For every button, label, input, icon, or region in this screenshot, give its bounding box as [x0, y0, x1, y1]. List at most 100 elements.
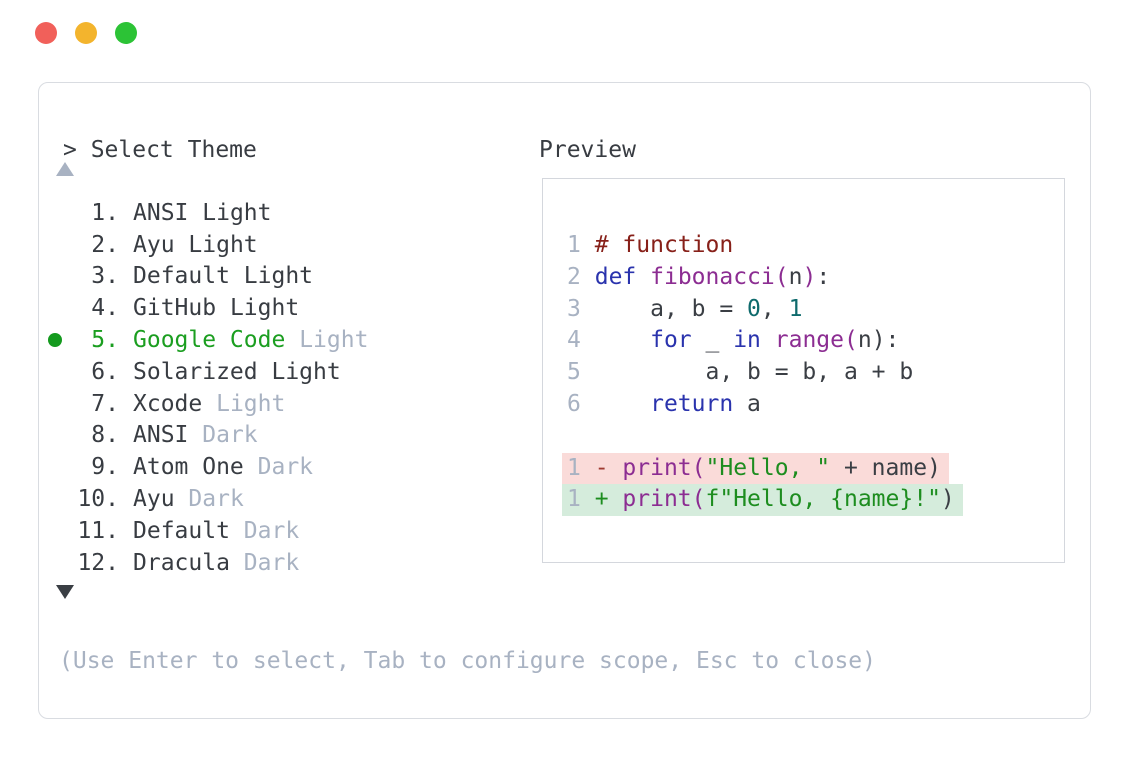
code-token: # function	[594, 232, 734, 258]
theme-name: Xcode	[133, 390, 203, 417]
theme-option[interactable]: 11. Default Dark	[45, 515, 368, 547]
line-number: 1	[567, 486, 581, 513]
theme-variant: Light	[202, 199, 272, 226]
diff-line-added: 1 + print(f"Hello, {name}!")	[562, 484, 963, 517]
theme-variant: Light	[216, 390, 286, 417]
theme-option[interactable]: 8. ANSI Dark	[45, 420, 368, 452]
code-token	[636, 264, 650, 290]
code-token: a, b = b, a + b	[594, 359, 914, 386]
line-number: 1	[567, 454, 581, 481]
theme-variant: Dark	[188, 486, 244, 513]
code-token: print(	[622, 486, 706, 513]
code-token: for	[650, 327, 692, 354]
theme-name: Dracula	[133, 549, 230, 576]
code-token	[595, 391, 650, 417]
theme-option[interactable]: 4. GitHub Light	[45, 292, 368, 324]
code-token: return	[650, 390, 734, 417]
theme-label: GitHub Light	[133, 295, 299, 321]
theme-number: 9.	[91, 454, 119, 481]
maximize-button[interactable]	[115, 22, 137, 44]
theme-number: 4.	[91, 295, 119, 322]
code-token: a	[733, 390, 761, 417]
theme-option[interactable]: 1. ANSI Light	[45, 197, 368, 229]
theme-option[interactable]: 2. Ayu Light	[45, 229, 368, 261]
line-number: 3	[567, 295, 581, 322]
theme-label: Default Dark	[133, 518, 299, 544]
theme-label: Xcode Light	[133, 391, 285, 417]
code-token: print(	[622, 454, 706, 481]
scroll-up-icon[interactable]	[56, 162, 74, 176]
code-token: :	[816, 263, 831, 290]
theme-variant: Dark	[243, 549, 300, 576]
theme-option[interactable]: 6. Solarized Light	[45, 356, 368, 388]
code-token: +	[594, 486, 623, 513]
code-line: 3 a, b = 0, 1	[567, 294, 963, 326]
theme-number: 11.	[77, 517, 119, 544]
code-line-content: 1 + print(f"Hello, {name}!")	[562, 484, 963, 517]
code-line: 5 a, b = b, a + b	[567, 357, 963, 389]
theme-label: ANSI Light	[133, 200, 272, 226]
theme-number: 12.	[77, 549, 119, 576]
theme-label: Ayu Light	[133, 232, 258, 258]
theme-option[interactable]: 10. Ayu Dark	[45, 483, 368, 515]
code-token: a, b =	[594, 295, 748, 322]
selected-indicator	[45, 460, 65, 474]
code-line: 6 return a	[567, 389, 963, 421]
code-line: 4 for _ in range(n):	[567, 325, 963, 357]
minimize-button[interactable]	[75, 22, 97, 44]
line-number: 5	[567, 359, 581, 386]
scroll-down-icon[interactable]	[56, 585, 74, 599]
code-token: fibonacci(	[650, 263, 789, 290]
preview-label: Preview	[539, 137, 636, 163]
code-token: f"Hello, {name}!"	[705, 486, 941, 513]
code-token: range(	[774, 327, 858, 354]
theme-option[interactable]: 3. Default Light	[45, 261, 368, 293]
selected-indicator	[45, 492, 65, 506]
theme-variant: Light	[271, 358, 341, 385]
theme-variant: Dark	[257, 454, 314, 481]
selected-indicator	[45, 269, 65, 283]
code-line: 1 # function	[567, 230, 963, 262]
theme-variant: Light	[299, 327, 369, 354]
code-line-content: 5 a, b = b, a + b	[567, 357, 913, 389]
code-line: 2 def fibonacci(n):	[567, 262, 963, 294]
help-text: (Use Enter to select, Tab to configure s…	[59, 648, 876, 674]
diff-line-removed: 1 - print("Hello, " + name)	[562, 452, 963, 485]
selected-indicator	[45, 397, 65, 411]
blank-line	[567, 421, 963, 453]
theme-number: 7.	[91, 390, 119, 417]
code-token	[761, 327, 775, 353]
theme-list: 1. ANSI Light 2. Ayu Light 3. Default Li…	[45, 197, 368, 579]
code-line-content: 1 - print("Hello, " + name)	[562, 452, 949, 485]
theme-option[interactable]: 12. Dracula Dark	[45, 547, 368, 579]
code-line-content: 4 for _ in range(n):	[567, 325, 899, 357]
code-line-content: 3 a, b = 0, 1	[567, 294, 802, 326]
selected-dot-icon	[48, 333, 62, 348]
theme-name: Default	[133, 517, 230, 544]
theme-name: Google Code	[133, 327, 286, 354]
theme-option[interactable]: 9. Atom One Dark	[45, 451, 368, 483]
theme-name: Ayu	[133, 486, 175, 513]
theme-number: 8.	[91, 422, 119, 449]
code-token: -	[594, 454, 623, 481]
selected-indicator	[45, 556, 65, 570]
close-button[interactable]	[35, 22, 57, 44]
code-token: n	[788, 263, 803, 290]
theme-label: Dracula Dark	[133, 550, 299, 576]
code-line-content: 1 # function	[567, 230, 733, 262]
theme-name: Solarized	[133, 358, 258, 385]
selected-indicator	[45, 301, 65, 315]
theme-option[interactable]: 5. Google Code Light	[45, 324, 368, 356]
theme-option[interactable]: 7. Xcode Light	[45, 388, 368, 420]
theme-variant: Light	[243, 263, 314, 290]
window-controls	[35, 22, 137, 44]
theme-number: 6.	[91, 358, 119, 385]
theme-name: ANSI	[133, 199, 189, 226]
code-token: "Hello, "	[705, 454, 831, 481]
code-token: )	[940, 486, 955, 513]
theme-number: 10.	[77, 486, 119, 513]
code-token: + name)	[830, 454, 941, 481]
theme-name: Atom One	[133, 454, 244, 481]
code-token	[595, 327, 650, 353]
theme-label: Default Light	[133, 263, 313, 289]
